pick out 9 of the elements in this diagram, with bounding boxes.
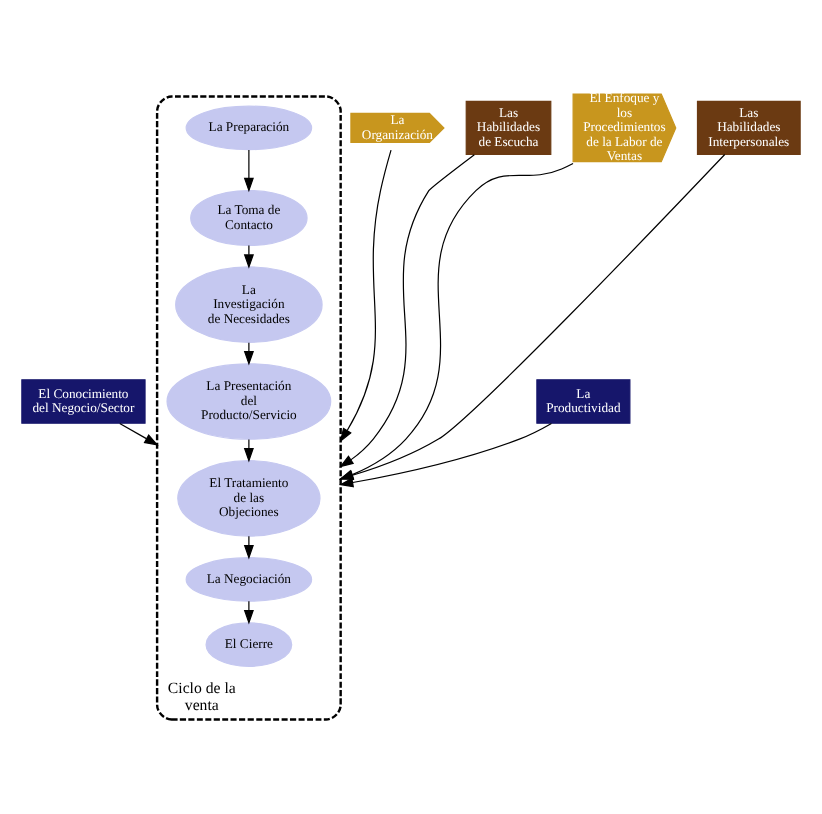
arrow bbox=[243, 534, 254, 559]
arrow bbox=[119, 421, 159, 445]
arrow bbox=[243, 599, 254, 624]
arrow bbox=[243, 243, 254, 268]
arrow bbox=[243, 437, 254, 462]
arrow bbox=[339, 148, 392, 442]
arrow bbox=[243, 148, 254, 192]
arrow bbox=[339, 153, 475, 467]
arrow bbox=[243, 341, 254, 365]
